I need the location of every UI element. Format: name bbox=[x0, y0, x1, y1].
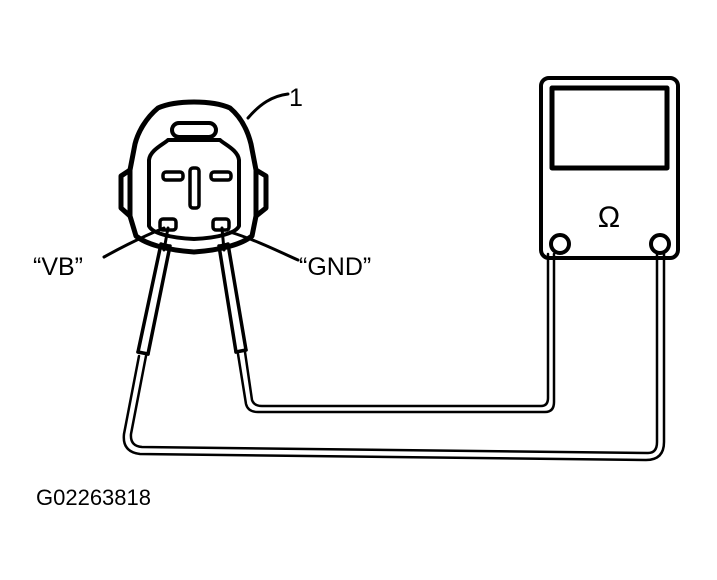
figure-id: G02263818 bbox=[36, 485, 151, 510]
probe-vb bbox=[136, 226, 172, 356]
ohm-symbol: Ω bbox=[598, 201, 620, 234]
ohmmeter-body bbox=[539, 76, 680, 260]
callout-number: 1 bbox=[289, 84, 303, 112]
label-vb: “VB” bbox=[33, 253, 83, 281]
ohmmeter-display bbox=[549, 85, 670, 171]
connector-latch bbox=[170, 121, 218, 139]
callout-leader bbox=[246, 92, 290, 120]
connector bbox=[118, 99, 269, 255]
test-lead-vb bbox=[122, 252, 666, 462]
ohmmeter-jack-left bbox=[549, 233, 571, 255]
connector-ear-left bbox=[118, 167, 133, 219]
gnd-leader bbox=[228, 230, 300, 262]
pin-slot-upper-right bbox=[209, 170, 233, 182]
vb-leader bbox=[102, 226, 166, 259]
label-gnd: “GND” bbox=[299, 253, 371, 281]
ohmmeter: Ω bbox=[539, 76, 680, 260]
ohmmeter-jack-right bbox=[649, 233, 671, 255]
connector-center-key bbox=[188, 166, 201, 210]
connector-housing-inner bbox=[147, 138, 241, 241]
probe-gnd bbox=[217, 226, 248, 354]
pin-slot-upper-left bbox=[161, 170, 185, 182]
connector-housing-outer bbox=[127, 99, 259, 255]
test-lead-gnd bbox=[236, 252, 556, 414]
connector-ear-right bbox=[253, 167, 269, 219]
